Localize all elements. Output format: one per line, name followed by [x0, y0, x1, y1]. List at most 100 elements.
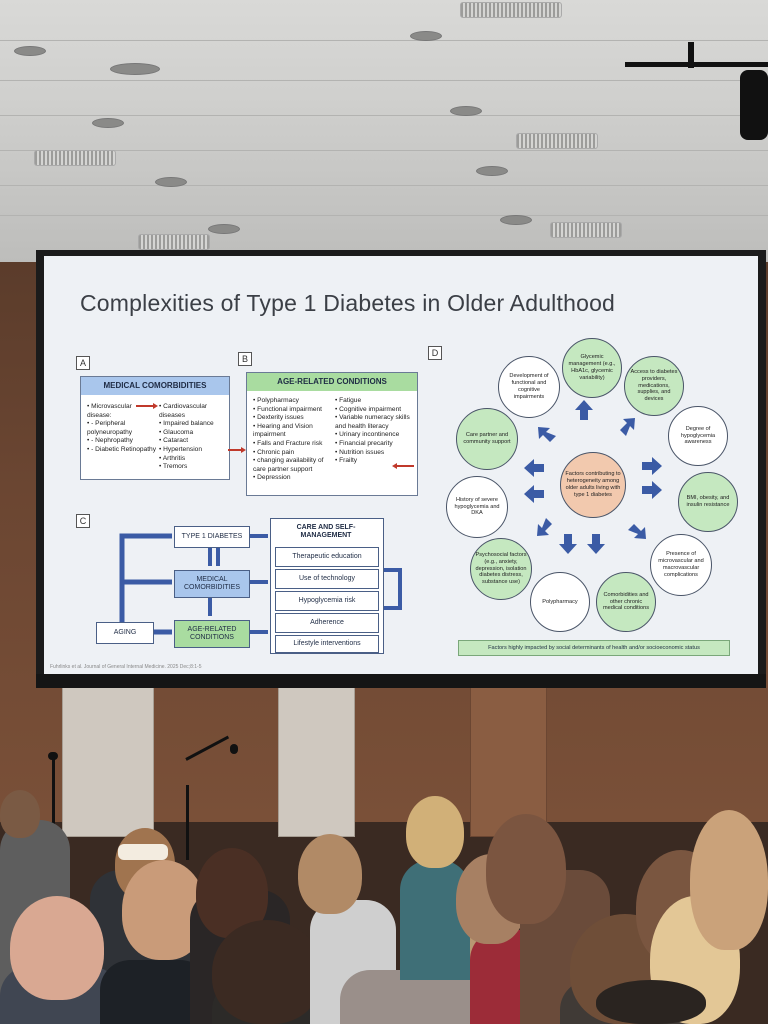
care-item: Therapeutic education	[275, 547, 379, 567]
red-arrow-icon	[241, 447, 246, 453]
list-item: Frailty	[335, 457, 415, 466]
factor-circle: Presence of microvascular and macrovascu…	[650, 534, 712, 596]
ceiling-light	[208, 224, 240, 234]
ceiling-vent	[34, 150, 116, 166]
list-item: Tremors	[159, 463, 227, 472]
care-panel: CARE AND SELF-MANAGEMENT Therapeutic edu…	[270, 518, 384, 654]
ceiling	[0, 0, 768, 262]
person-head	[486, 814, 566, 924]
list-item: Polypharmacy	[253, 397, 333, 406]
panel-a-list-2: Cardiovascular diseases Impaired balance…	[159, 403, 227, 472]
list-item: changing availability of care partner su…	[253, 457, 333, 474]
list-item: Glaucoma	[159, 429, 227, 438]
microphone-icon	[230, 744, 238, 754]
citation: Fuhrlinks et al. Journal of General Inte…	[50, 664, 202, 670]
lighting-rig	[625, 62, 768, 67]
ceiling-light	[410, 31, 442, 41]
panel-b-box: AGE-RELATED CONDITIONS Polypharmacy Func…	[246, 372, 418, 496]
panel-a-box: MEDICAL COMORBIDITIES Microvascular dise…	[80, 376, 230, 480]
ceiling-seam	[0, 80, 768, 81]
list-item: Arthritis	[159, 455, 227, 464]
aging-box: AGING	[96, 622, 154, 644]
ceiling-seam	[0, 215, 768, 216]
medical-comorbidities-box: MEDICAL COMORBIDITIES	[174, 570, 250, 598]
footnote-bar: Factors highly impacted by social determ…	[458, 640, 730, 656]
lighting-rig	[688, 42, 694, 68]
person-head	[0, 790, 40, 838]
ceiling-light	[476, 166, 508, 176]
microphone-icon	[48, 752, 58, 760]
list-item: - Diabetic Retinopathy	[87, 446, 157, 455]
list-item: Hearing and Vision impairment	[253, 423, 333, 440]
person-head	[212, 920, 322, 1024]
list-item: Functional impairment	[253, 406, 333, 415]
arrow-layer	[119, 400, 662, 635]
person-head	[298, 834, 362, 914]
ceiling-light	[500, 215, 532, 225]
list-item: Variable numeracy skills and health lite…	[335, 414, 415, 431]
list-item: Financial precarity	[335, 440, 415, 449]
radial-arrows	[524, 400, 662, 554]
list-item: Depression	[253, 474, 333, 483]
list-item: Impaired balance	[159, 420, 227, 429]
factor-circle: Glycemic management (e.g., HbA1c, glycem…	[562, 338, 622, 398]
factor-circle: History of severe hypoglycemia and DKA	[446, 476, 508, 538]
care-item: Use of technology	[275, 569, 379, 589]
panel-a-list-1: Microvascular disease: - Peripheral poly…	[87, 403, 157, 455]
ceiling-light	[155, 177, 187, 187]
center-factor-circle: Factors contributing to heterogeneity am…	[560, 452, 626, 518]
wall-panel	[62, 685, 154, 837]
ceiling-light	[450, 106, 482, 116]
panel-label-b: B	[238, 352, 252, 366]
list-item: Falls and Fracture risk	[253, 440, 333, 449]
factor-circle: BMI, obesity, and insulin resistance	[678, 472, 738, 532]
panel-label-c: C	[76, 514, 90, 528]
list-item: - Peripheral polyneuropathy	[87, 420, 157, 437]
ceiling-vent	[550, 222, 622, 238]
list-item: Microvascular disease:	[87, 403, 157, 420]
person-head	[690, 810, 768, 950]
ceiling-light	[14, 46, 46, 56]
slide-title: Complexities of Type 1 Diabetes in Older…	[80, 290, 616, 316]
panel-label-d: D	[428, 346, 442, 360]
care-header: CARE AND SELF-MANAGEMENT	[273, 521, 379, 543]
factor-circle: Degree of hypoglycemia awareness	[668, 406, 728, 466]
blue-arrow-icon	[119, 533, 172, 628]
panel-a-header: MEDICAL COMORBIDITIES	[81, 377, 229, 395]
person-head	[406, 796, 464, 868]
list-item: Fatigue	[335, 397, 415, 406]
care-item: Lifestyle interventions	[275, 635, 379, 653]
list-item: - Nephropathy	[87, 437, 157, 446]
list-item: Cardiovascular diseases	[159, 403, 227, 420]
panel-b-list-2: Fatigue Cognitive impairment Variable nu…	[335, 397, 415, 466]
stage-light	[740, 70, 768, 140]
factor-circle: Access to diabetes providers, medication…	[624, 356, 684, 416]
wall-panel	[278, 685, 355, 837]
ceiling-seam	[0, 115, 768, 116]
feedback-arrow-icon	[384, 568, 402, 610]
wall-panel	[470, 685, 547, 837]
ceiling-vent	[138, 234, 210, 250]
list-item: Hypertension	[159, 446, 227, 455]
care-item: Hypoglycemia risk	[275, 591, 379, 611]
ceiling-seam	[0, 185, 768, 186]
factor-circle: Psychosocial factors (e.g., anxiety, dep…	[470, 538, 532, 600]
factor-circle: Care partner and community support	[456, 408, 518, 470]
microphone-stand	[52, 756, 55, 826]
panel-b-list-1: Polypharmacy Functional impairment Dexte…	[253, 397, 333, 483]
screen-bottom-bezel	[36, 674, 766, 688]
care-item: Adherence	[275, 613, 379, 633]
blue-arrow-icon	[249, 534, 268, 634]
ceiling-seam	[0, 150, 768, 151]
factor-circle: Polypharmacy	[530, 572, 590, 632]
ceiling-light	[110, 63, 160, 75]
microphone-stand	[186, 785, 189, 860]
list-item: Nutrition issues	[335, 449, 415, 458]
person-head	[596, 980, 706, 1024]
ceiling-vent	[460, 2, 562, 18]
ceiling-light	[92, 118, 124, 128]
hair-bow	[118, 844, 168, 860]
list-item: Chronic pain	[253, 449, 333, 458]
factor-circle: Development of functional and cognitive …	[498, 356, 560, 418]
audience	[0, 770, 768, 1024]
